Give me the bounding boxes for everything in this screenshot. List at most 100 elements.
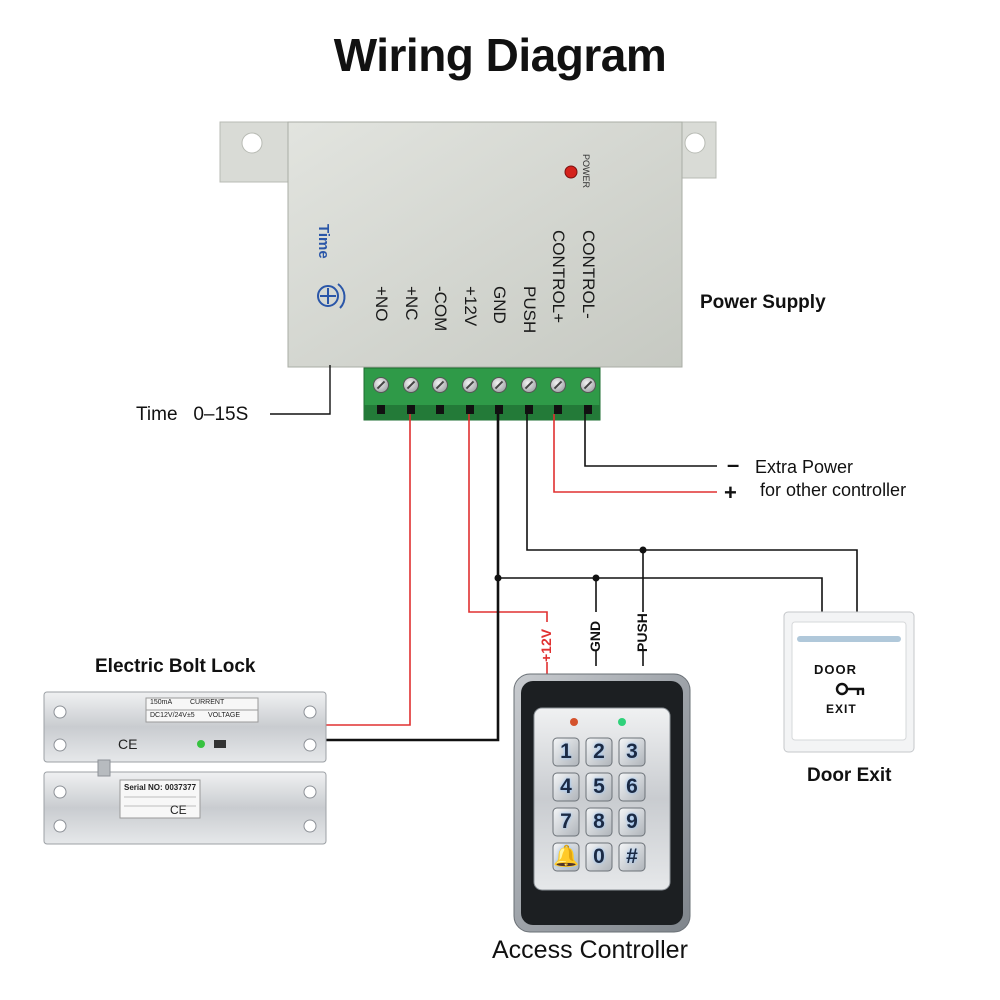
terminal-label-control: CONTROL+ xyxy=(549,230,568,324)
keypad-red-led xyxy=(570,718,578,726)
keypad-key[interactable] xyxy=(618,737,646,767)
controller-pin-push: PUSH xyxy=(634,613,650,652)
bolt-lock-current-label: CURRENT xyxy=(190,699,225,706)
keypad-key-label: 5 xyxy=(593,775,605,798)
keypad-key[interactable] xyxy=(585,737,613,767)
power-supply-case xyxy=(287,121,683,368)
wire-12v-to-controller xyxy=(468,414,548,622)
keypad-green-led xyxy=(618,718,626,726)
time-leader-line xyxy=(270,365,331,415)
extra-power-minus: – xyxy=(727,452,740,477)
power-led-label: POWER xyxy=(581,154,591,188)
wire-control-plus-extra xyxy=(553,414,717,493)
door-exit-door-text: DOOR xyxy=(814,662,857,677)
keypad-key-label: 1 xyxy=(560,740,572,763)
bolt-lock-serial-plate xyxy=(119,779,201,819)
bolt-lock-ce-mark-strike: CE xyxy=(170,803,187,817)
keypad-key-label: 8 xyxy=(593,810,605,833)
wire-nc-to-bolt xyxy=(326,414,411,726)
keypad-key[interactable] xyxy=(585,842,613,872)
keypad-key-label: 2 xyxy=(593,740,605,763)
time-adjust-knob xyxy=(317,285,339,307)
screw-slot xyxy=(465,380,474,390)
power-supply-label: Power Supply xyxy=(700,292,826,313)
terminal-screw[interactable] xyxy=(432,377,448,393)
keypad-key[interactable] xyxy=(552,807,580,837)
wire-gnd-branch xyxy=(498,577,823,614)
keypad-key-label: # xyxy=(626,845,638,868)
keypad-key[interactable] xyxy=(552,737,580,767)
terminal-screw[interactable] xyxy=(402,377,419,393)
bolt-lock-dip-switch xyxy=(214,740,226,748)
keypad-key[interactable] xyxy=(618,807,646,837)
terminal-wire-port xyxy=(554,405,562,414)
keypad-keys xyxy=(552,737,646,872)
terminal-screw[interactable] xyxy=(520,377,537,393)
screw-slot xyxy=(583,380,592,390)
keypad-key-label: 7 xyxy=(560,810,572,833)
terminal-block xyxy=(363,367,601,421)
terminal-wire-port xyxy=(524,405,533,414)
screw-slot xyxy=(376,380,386,390)
wire-junctions xyxy=(494,546,647,582)
terminal-screw[interactable] xyxy=(461,377,478,393)
keypad-key[interactable] xyxy=(618,772,646,802)
diagram-title: Wiring Diagram xyxy=(333,29,667,81)
access-controller-label: Access Controller xyxy=(492,936,688,964)
bolt-lock-ce-mark: CE xyxy=(118,736,138,752)
power-led xyxy=(564,165,578,179)
terminal-label-control: CONTROL- xyxy=(578,230,598,319)
keypad-key[interactable] xyxy=(585,772,613,802)
screw-slot xyxy=(524,380,533,390)
key-icon xyxy=(835,682,865,696)
keypad-key[interactable] xyxy=(552,842,580,872)
keypad-key-label: 🔔 xyxy=(553,845,580,868)
terminal-wire-port xyxy=(495,405,503,414)
terminal-label-nc: +NC xyxy=(401,286,421,321)
wire-gnd-main xyxy=(326,414,500,742)
electric-bolt-lock xyxy=(43,691,327,845)
keypad-key[interactable] xyxy=(618,842,646,872)
door-exit-button xyxy=(783,611,915,753)
screw-slot xyxy=(494,380,504,390)
terminal-screw[interactable] xyxy=(373,377,389,393)
screw-slot xyxy=(406,380,415,390)
controller-pin-gnd: GND xyxy=(587,620,603,652)
terminal-wire-port xyxy=(406,405,415,414)
terminal-label-12v: +12V xyxy=(460,286,480,327)
terminal-label-no: +NO xyxy=(372,286,391,322)
mount-hole-right xyxy=(684,132,706,154)
bolt-lock-voltage-value: DC12V/24V±5 xyxy=(150,712,195,719)
terminal-screw[interactable] xyxy=(550,377,566,393)
power-supply xyxy=(219,121,717,368)
keypad-key-label: 0 xyxy=(593,845,605,868)
screw-slot xyxy=(435,380,445,390)
terminal-wire-port xyxy=(377,405,385,414)
keypad-key[interactable] xyxy=(585,807,613,837)
extra-power-line2: for other controller xyxy=(760,480,907,500)
wire-control-minus-extra xyxy=(584,414,717,467)
red-wires xyxy=(326,414,717,726)
bolt-lock-current-value: 150mA xyxy=(150,699,173,706)
terminal-label-push: PUSH xyxy=(519,286,539,334)
bolt-lock-bolt xyxy=(97,759,111,777)
terminal-screw[interactable] xyxy=(491,377,507,393)
terminal-label-gnd: GND xyxy=(490,286,509,324)
bolt-lock-led xyxy=(197,740,205,748)
black-wires xyxy=(270,365,858,742)
time-knob-label: Time xyxy=(315,224,332,259)
bolt-lock-label: Electric Bolt Lock xyxy=(95,656,256,677)
access-controller-keypad xyxy=(513,673,691,933)
keypad-key-label: 4 xyxy=(560,775,572,798)
keypad-key[interactable] xyxy=(552,772,580,802)
terminal-wire-port xyxy=(583,405,592,414)
terminal-screw[interactable] xyxy=(579,377,596,393)
extra-power-plus: + xyxy=(724,480,737,505)
keypad-key-label: 9 xyxy=(626,810,638,833)
bolt-lock-serial: Serial NO: 0037377 xyxy=(124,783,197,792)
wire-push-main xyxy=(526,414,858,614)
screw-slot xyxy=(553,380,563,390)
door-exit-exit-text: EXIT xyxy=(826,702,857,716)
